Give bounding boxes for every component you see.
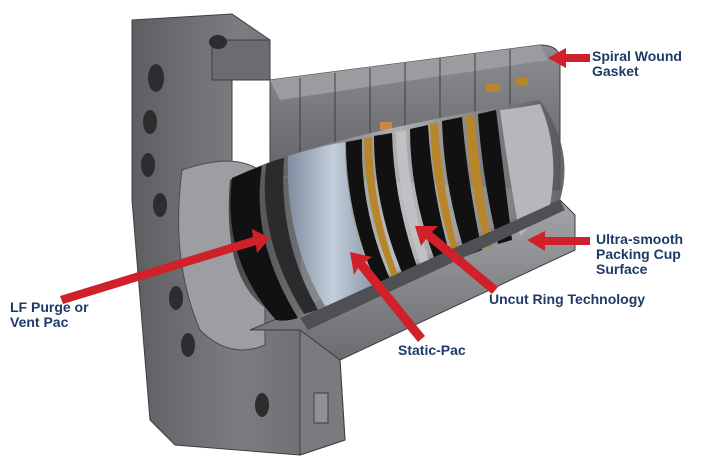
callout-arrows	[60, 48, 590, 342]
packing-rings	[228, 100, 565, 330]
arrow-uncut-ring	[415, 226, 498, 294]
label-uncut-ring-technology: Uncut Ring Technology	[489, 291, 646, 307]
bolt-hole-icon	[255, 393, 269, 417]
arrow-lf-purge	[60, 229, 270, 304]
label-ultra-smooth-packing-cup-surface: Ultra-smooth Packing Cup Surface	[596, 231, 684, 277]
arrow-ultra-smooth	[527, 231, 590, 251]
bolt-hole-icon	[209, 35, 227, 49]
arrow-static-pac	[350, 252, 425, 342]
bolt-hole-icon	[181, 333, 195, 357]
label-lf-purge-or-vent-pac: LF Purge or Vent Pac	[10, 299, 89, 330]
arrow-spiral-wound-gasket	[548, 48, 590, 68]
bolt-hole-icon	[169, 286, 183, 310]
bolt-hole-icon	[143, 110, 157, 134]
label-static-pac: Static-Pac	[398, 342, 466, 358]
bolt-hole-icon	[148, 64, 164, 92]
bolt-hole-icon	[141, 153, 155, 177]
bolt-hole-icon	[153, 193, 167, 217]
label-spiral-wound-gasket: Spiral Wound Gasket	[592, 48, 682, 79]
